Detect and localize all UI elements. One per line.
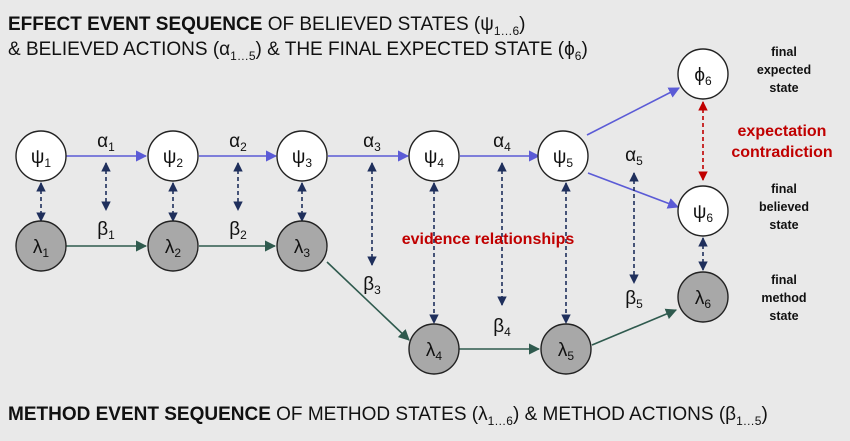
- side-expected-2: expected: [757, 63, 811, 77]
- label-beta4: β4: [493, 316, 511, 339]
- effect-nodes: [15, 48, 729, 237]
- effect-arrows: [65, 87, 680, 209]
- header-bottom-sub1: 1…6: [488, 414, 514, 428]
- label-lam6: λ6: [695, 288, 712, 311]
- label-psi5: ψ5: [553, 147, 574, 170]
- header-line-1-end: ): [519, 14, 525, 35]
- side-expected-3: state: [769, 81, 798, 95]
- label-alpha2: α2: [229, 131, 247, 154]
- side-believed-1: final: [771, 182, 797, 196]
- node-psi4: [408, 130, 460, 182]
- node-psi3: [276, 130, 328, 182]
- label-beta2: β2: [229, 219, 247, 242]
- node-lam6: [677, 271, 729, 323]
- arrow-lam3-lam4: [326, 261, 410, 341]
- node-psi6: [677, 185, 729, 237]
- side-method-3: state: [769, 309, 798, 323]
- header-line-2: & BELIEVED ACTIONS (α1…5) & THE FINAL EX…: [8, 39, 588, 63]
- header-line-1: EFFECT EVENT SEQUENCE OF BELIEVED STATES…: [8, 14, 526, 38]
- label-alpha3: α3: [363, 131, 381, 154]
- node-labels: ψ1 ψ2 ψ3 ψ4 ψ5 ϕ6 ψ6 λ1 λ2 λ3 λ4 λ5 λ6: [31, 65, 714, 363]
- label-psi4: ψ4: [424, 147, 445, 170]
- label-lam3: λ3: [294, 237, 311, 260]
- label-beta5: β5: [625, 288, 643, 311]
- header-method-title: METHOD EVENT SEQUENCE: [8, 404, 271, 425]
- label-lam5: λ5: [558, 340, 575, 363]
- label-alpha4: α4: [493, 131, 511, 154]
- label-lam1: λ1: [33, 237, 50, 260]
- header-line-2-end: ): [581, 39, 587, 60]
- header-bottom-text: OF METHOD STATES (λ: [271, 404, 488, 425]
- node-lam2: [147, 220, 199, 272]
- label-phi6: ϕ6: [694, 65, 712, 88]
- label-psi3: ψ3: [292, 147, 313, 170]
- side-believed-2: believed: [759, 200, 809, 214]
- header-line-2-text-a: & BELIEVED ACTIONS (α: [8, 39, 230, 60]
- label-lam4: λ4: [426, 340, 443, 363]
- label-psi2: ψ2: [163, 147, 184, 170]
- node-phi6: [677, 48, 729, 100]
- label-lam2: λ2: [165, 237, 182, 260]
- evidence-label: evidence relationships: [402, 231, 575, 248]
- header-line-2-text-b: ) & THE FINAL EXPECTED STATE (ϕ: [256, 39, 575, 60]
- header-bottom-sub2: 1…5: [736, 414, 762, 428]
- evidence-arrows: [36, 162, 708, 324]
- node-psi5: [537, 130, 589, 182]
- label-beta1: β1: [97, 219, 115, 242]
- arrow-lam5-lam6: [591, 308, 678, 346]
- header-effect-title: EFFECT EVENT SEQUENCE: [8, 14, 262, 35]
- side-method-1: final: [771, 273, 797, 287]
- header-bottom-mid: ) & METHOD ACTIONS (β: [513, 404, 736, 425]
- header-bottom-end: ): [761, 404, 767, 425]
- side-labels: final expected state final believed stat…: [757, 45, 811, 323]
- node-psi1: [15, 130, 67, 182]
- header-bottom: METHOD EVENT SEQUENCE OF METHOD STATES (…: [8, 404, 768, 428]
- node-lam3: [276, 220, 328, 272]
- method-nodes: [15, 220, 729, 375]
- label-alpha1: α1: [97, 131, 115, 154]
- label-psi6: ψ6: [693, 202, 714, 225]
- expectation-label-1: expectation: [738, 123, 827, 140]
- arrow-psi5-phi6: [586, 87, 680, 136]
- expectation-label-2: contradiction: [731, 144, 832, 161]
- side-method-2: method: [761, 291, 806, 305]
- label-psi1: ψ1: [31, 147, 52, 170]
- header-line-2-sub1: 1…5: [230, 49, 256, 63]
- label-alpha5: α5: [625, 145, 643, 168]
- node-psi2: [147, 130, 199, 182]
- method-arrows: [65, 240, 678, 355]
- header-line-1-text: OF BELIEVED STATES (ψ: [262, 14, 493, 35]
- header-line-1-sub: 1…6: [494, 24, 520, 38]
- action-labels: α1 α2 α3 α4 α5 β1 β2 β3 β4 β5: [97, 131, 643, 339]
- arrow-psi5-psi6: [587, 172, 680, 209]
- node-lam5: [540, 323, 592, 375]
- side-believed-3: state: [769, 218, 798, 232]
- side-expected-1: final: [771, 45, 797, 59]
- node-lam1: [15, 220, 67, 272]
- header-line-2-sub2: 6: [575, 49, 582, 63]
- label-beta3: β3: [363, 274, 381, 297]
- node-lam4: [408, 323, 460, 375]
